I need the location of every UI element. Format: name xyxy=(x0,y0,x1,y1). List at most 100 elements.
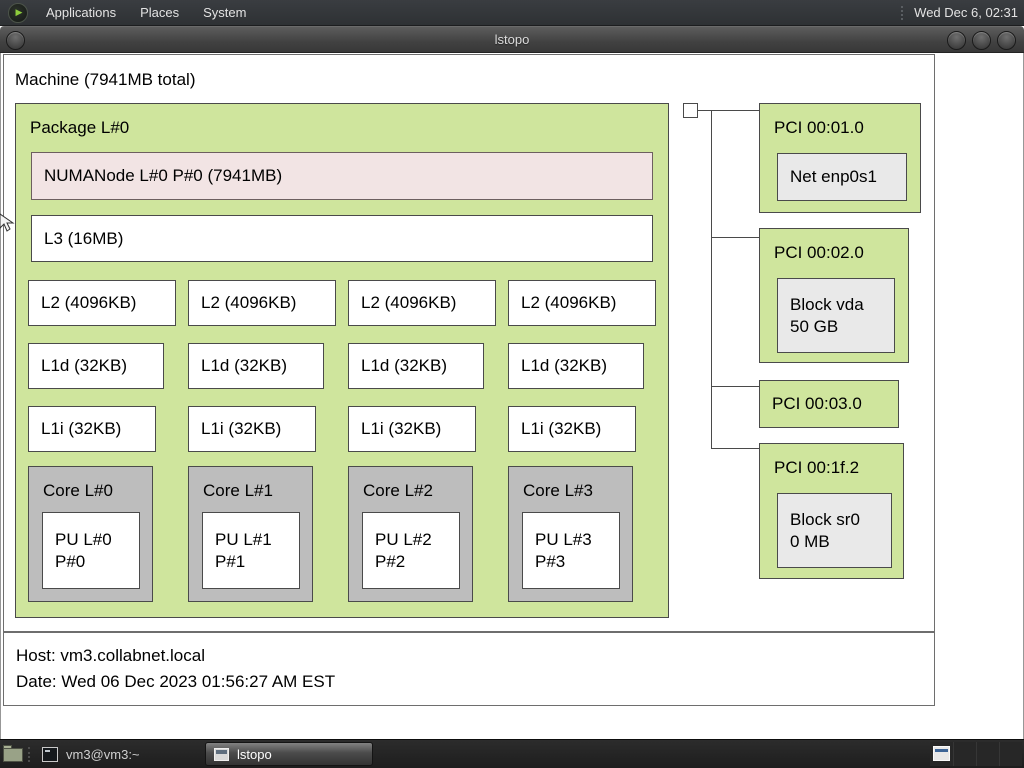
pci-box: PCI 00:02.0 Block vda 50 GB xyxy=(759,228,909,363)
block-device-box: Block vda 50 GB xyxy=(777,278,895,353)
pu-label: PU L#3 xyxy=(535,529,592,549)
pu-box: PU L#3 P#3 xyxy=(522,512,620,589)
l1d-cache-box: L1d (32KB) xyxy=(188,343,324,389)
pci-label: PCI 00:02.0 xyxy=(774,243,864,262)
pci-label: PCI 00:1f.2 xyxy=(774,458,860,477)
top-panel: ▶ Applications Places System Wed Dec 6, … xyxy=(0,0,1024,26)
mouse-cursor xyxy=(0,213,15,232)
maximize-button[interactable] xyxy=(972,31,991,50)
l1d-cache-label: L1d (32KB) xyxy=(521,356,607,375)
machine-box xyxy=(3,54,935,632)
numa-node-box: NUMANode L#0 P#0 (7941MB) xyxy=(31,152,653,200)
pu-pnum: P#3 xyxy=(535,551,566,571)
numa-node-label: NUMANode L#0 P#0 (7941MB) xyxy=(44,166,283,185)
l3-cache-label: L3 (16MB) xyxy=(44,228,124,248)
pci-box: PCI 00:01.0 Net enp0s1 xyxy=(759,103,921,213)
l2-cache-label: L2 (4096KB) xyxy=(361,293,457,312)
net-device-label: Net enp0s1 xyxy=(790,167,877,186)
l1i-cache-box: L1i (32KB) xyxy=(508,406,636,452)
host-line: Host: vm3.collabnet.local xyxy=(16,646,205,665)
task-button-terminal[interactable]: vm3@vm3:~ xyxy=(34,742,200,766)
l1i-cache-label: L1i (32KB) xyxy=(201,419,282,438)
pci-connector-line xyxy=(698,110,759,111)
l2-cache-label: L2 (4096KB) xyxy=(521,293,617,312)
task-label: vm3@vm3:~ xyxy=(66,746,140,762)
menu-system[interactable]: System xyxy=(203,5,247,20)
panel-menubar: ▶ Applications Places System xyxy=(0,0,258,25)
lstopo-canvas: Machine (7941MB total) Package L#0 NUMAN… xyxy=(0,53,1024,739)
l2-cache-box: L2 (4096KB) xyxy=(508,280,656,326)
core-box: Core L#2 PU L#2 P#2 xyxy=(348,466,473,602)
pci-box: PCI 00:03.0 xyxy=(759,380,899,428)
l1d-cache-box: L1d (32KB) xyxy=(28,343,164,389)
l1i-cache-box: L1i (32KB) xyxy=(348,406,476,452)
taskbar-separator xyxy=(28,747,32,762)
core-label: Core L#3 xyxy=(523,481,593,500)
l2-cache-label: L2 (4096KB) xyxy=(41,293,137,312)
l3-cache-box: L3 (16MB) xyxy=(31,215,653,262)
date-line: Date: Wed 06 Dec 2023 01:56:27 AM EST xyxy=(16,672,336,691)
panel-grip-handle[interactable] xyxy=(901,5,906,20)
pci-label: PCI 00:03.0 xyxy=(772,394,862,413)
workspace-3[interactable] xyxy=(976,742,999,766)
pci-bridge-box xyxy=(683,103,698,118)
workspace-window-thumb xyxy=(933,746,950,761)
pu-pnum: P#1 xyxy=(215,551,246,571)
core-box: Core L#3 PU L#3 P#3 xyxy=(508,466,633,602)
pu-box: PU L#0 P#0 xyxy=(42,512,140,589)
panel-clock[interactable]: Wed Dec 6, 02:31 xyxy=(914,5,1018,20)
block-device-label: Block vda xyxy=(790,294,864,314)
legend-text: Host: vm3.collabnet.local Date: Wed 06 D… xyxy=(4,633,934,695)
minimize-button[interactable] xyxy=(947,31,966,50)
folder-icon-body xyxy=(3,748,23,762)
l1i-cache-box: L1i (32KB) xyxy=(28,406,156,452)
l2-cache-box: L2 (4096KB) xyxy=(348,280,496,326)
core-label: Core L#2 xyxy=(363,481,433,500)
core-label: Core L#1 xyxy=(203,481,273,500)
task-label: lstopo xyxy=(237,746,272,762)
l2-cache-box: L2 (4096KB) xyxy=(28,280,176,326)
l1i-cache-label: L1i (32KB) xyxy=(41,419,122,438)
pci-box: PCI 00:1f.2 Block sr0 0 MB xyxy=(759,443,904,579)
l2-cache-label: L2 (4096KB) xyxy=(201,293,297,312)
menu-places[interactable]: Places xyxy=(140,5,180,20)
show-desktop-button[interactable] xyxy=(3,744,23,763)
bottom-taskbar: vm3@vm3:~ lstopo xyxy=(0,739,1024,768)
pci-connector-line xyxy=(711,386,759,387)
workspace-switcher xyxy=(930,742,1022,766)
window-menu-button[interactable] xyxy=(6,31,25,50)
block-device-size: 0 MB xyxy=(790,531,830,551)
block-device-size: 50 GB xyxy=(790,316,839,336)
pu-box: PU L#2 P#2 xyxy=(362,512,460,589)
workspace-4[interactable] xyxy=(999,742,1022,766)
l1d-cache-box: L1d (32KB) xyxy=(348,343,484,389)
l1d-cache-box: L1d (32KB) xyxy=(508,343,644,389)
pci-connector-line xyxy=(711,237,759,238)
window-icon xyxy=(214,747,229,761)
workspace-1[interactable] xyxy=(930,742,953,766)
pci-connector-line xyxy=(711,448,759,449)
pci-trunk-line xyxy=(711,110,712,449)
task-button-lstopo[interactable]: lstopo xyxy=(205,742,373,766)
l1i-cache-label: L1i (32KB) xyxy=(521,419,602,438)
block-device-label: Block sr0 xyxy=(790,509,860,529)
menu-applications[interactable]: Applications xyxy=(46,5,117,20)
pu-label: PU L#2 xyxy=(375,529,432,549)
window-titlebar[interactable]: lstopo xyxy=(0,26,1024,53)
net-device-box: Net enp0s1 xyxy=(777,153,907,201)
pu-label: PU L#0 xyxy=(55,529,112,549)
terminal-icon xyxy=(42,746,58,762)
pu-pnum: P#0 xyxy=(55,551,86,571)
applications-menu-icon[interactable]: ▶ xyxy=(8,2,28,23)
close-button[interactable] xyxy=(997,31,1016,50)
panel-right: Wed Dec 6, 02:31 xyxy=(901,5,1024,20)
l1d-cache-label: L1d (32KB) xyxy=(41,356,127,375)
l1i-cache-box: L1i (32KB) xyxy=(188,406,316,452)
core-box: Core L#1 PU L#1 P#1 xyxy=(188,466,313,602)
l1d-cache-label: L1d (32KB) xyxy=(201,356,287,375)
pu-pnum: P#2 xyxy=(375,551,406,571)
machine-label: Machine (7941MB total) xyxy=(15,70,196,89)
l2-cache-box: L2 (4096KB) xyxy=(188,280,336,326)
workspace-2[interactable] xyxy=(953,742,976,766)
